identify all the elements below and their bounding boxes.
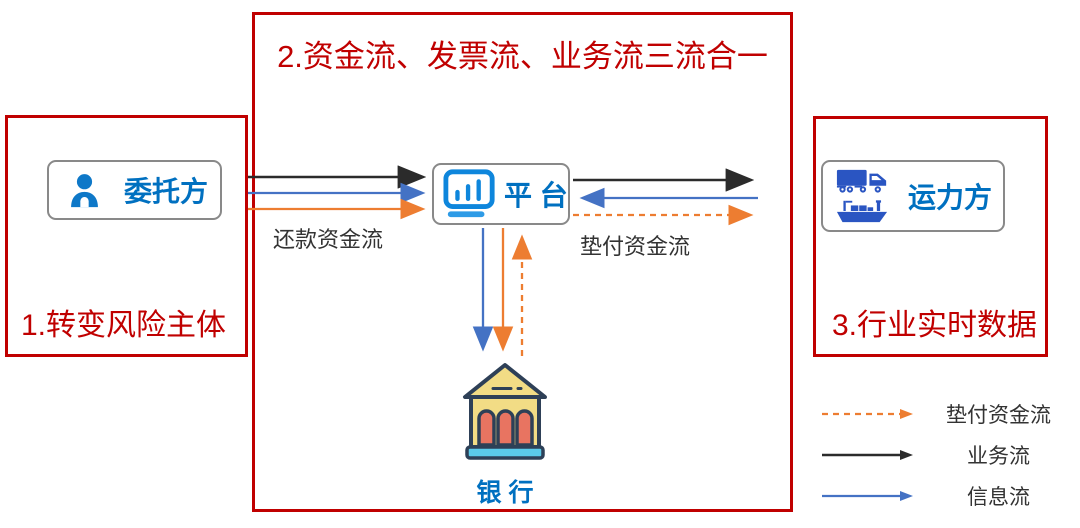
bank-label: 银 行 — [476, 479, 534, 507]
carrier-card: 运力方 — [821, 160, 1005, 232]
repayment-flow-label: 还款资金流 — [273, 227, 384, 252]
realtime-data-label: 3.行业实时数据 — [832, 309, 1038, 342]
ship-icon — [836, 200, 888, 223]
three-flows-title: 2.资金流、发票流、业务流三流合一 — [277, 39, 768, 74]
person-icon — [71, 173, 98, 207]
legend-item-info: 信息流 — [820, 475, 1080, 516]
legend-label-info: 信息流 — [967, 485, 1030, 509]
legend: 垫付资金流 业务流 信息流 — [820, 393, 1080, 516]
realtime-data-box: 3.行业实时数据 — [813, 116, 1048, 357]
legend-black-arrow-icon — [822, 449, 913, 460]
legend-label-advance: 垫付资金流 — [946, 403, 1051, 427]
three-flows-box: 2.资金流、发票流、业务流三流合一 — [252, 12, 793, 512]
legend-item-business: 业务流 — [820, 434, 1080, 475]
carrier-label: 运力方 — [908, 182, 993, 213]
risk-subject-label: 1.转变风险主体 — [21, 309, 227, 342]
client-label: 委托方 — [124, 176, 209, 207]
carrier-icons — [836, 168, 888, 224]
legend-label-business: 业务流 — [967, 444, 1030, 468]
advance-flow-label: 垫付资金流 — [580, 234, 691, 259]
legend-item-advance: 垫付资金流 — [820, 393, 1080, 434]
legend-blue-arrow-icon — [822, 490, 913, 501]
client-card: 委托方 — [47, 160, 222, 220]
risk-subject-box: 1.转变风险主体 — [5, 115, 248, 357]
truck-icon — [836, 169, 887, 193]
bar-chart-monitor-icon — [443, 169, 495, 218]
legend-dashed-orange-arrow-icon — [822, 408, 913, 419]
bank-building-icon — [463, 363, 547, 460]
platform-card: 平 台 — [432, 163, 570, 225]
platform-label: 平 台 — [504, 180, 568, 211]
bank-node: 银 行 — [458, 361, 552, 509]
